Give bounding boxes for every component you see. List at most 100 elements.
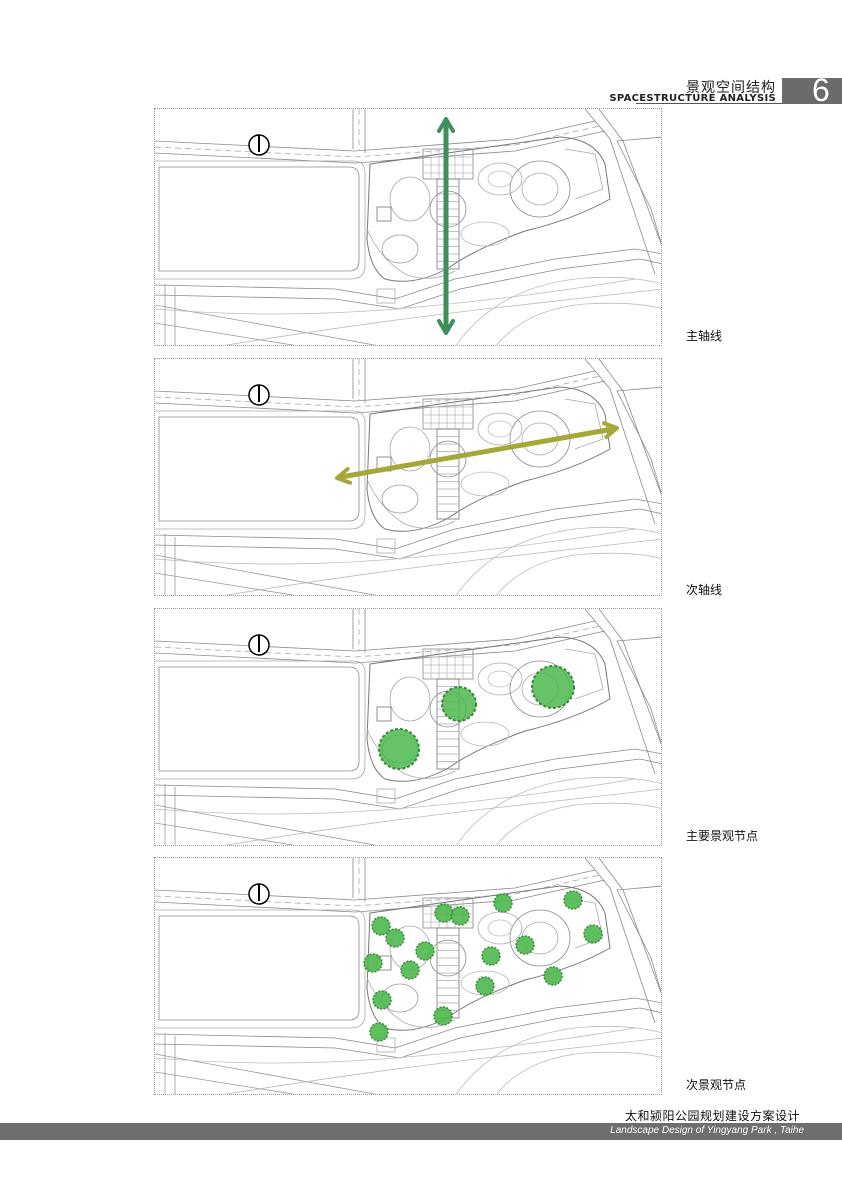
road-edge — [155, 758, 661, 810]
minor-node-marker — [583, 924, 603, 944]
minor-node-marker — [563, 890, 583, 910]
road-centerline — [155, 874, 601, 907]
lawn-contour — [460, 721, 510, 747]
minor-node-marker — [450, 906, 470, 926]
minor-node-marker — [515, 935, 535, 955]
road-edge — [598, 109, 661, 245]
block-outline — [155, 410, 366, 530]
city-block — [158, 416, 360, 522]
lawn-contour — [487, 670, 513, 688]
west-building — [376, 706, 392, 722]
site-plan-base — [155, 109, 661, 345]
minor-node-marker — [415, 941, 435, 961]
east-plaza-inner — [521, 172, 559, 206]
terrain-line — [224, 1037, 661, 1094]
page-title-en: SPACESTRUCTURE ANALYSIS — [609, 93, 776, 104]
lawn-contour — [487, 919, 513, 937]
west-plaza — [381, 484, 419, 514]
road-edge — [155, 1007, 661, 1059]
west-grid — [376, 538, 396, 554]
plaza-grid — [422, 648, 474, 680]
city-block — [616, 885, 661, 993]
minor-node-marker — [369, 1022, 389, 1042]
road-edge — [155, 370, 596, 402]
east-grid — [564, 648, 604, 700]
title-divider — [636, 103, 782, 104]
east-grid — [564, 398, 604, 450]
block-outline — [155, 909, 366, 1029]
caption-main-axis: 主轴线 — [686, 329, 723, 343]
road-edge — [155, 997, 661, 1049]
terrain-line — [496, 552, 661, 595]
site-plan-base — [155, 359, 661, 595]
minor-node-marker — [372, 990, 392, 1010]
footer-title-en: Landscape Design of Yingyang Park , Taih… — [610, 1125, 804, 1136]
west-lawn — [389, 676, 431, 722]
road-centerline — [155, 125, 601, 158]
road-edge — [155, 258, 661, 310]
terrain-line — [224, 538, 661, 595]
caption-major-nodes: 主要景观节点 — [686, 829, 759, 843]
major-nodes-overlay — [378, 665, 575, 770]
road-edge — [598, 858, 661, 994]
city-block — [158, 915, 360, 1021]
park-boundary — [366, 136, 611, 282]
road-edge — [155, 620, 596, 652]
path-line — [155, 572, 296, 595]
road-edge — [155, 869, 596, 901]
lawn-contour — [487, 170, 513, 188]
terrain-line — [224, 788, 661, 845]
west-grid — [376, 288, 396, 304]
minor-node-marker — [475, 976, 495, 996]
block-outline — [155, 660, 366, 780]
north-arrow-icon — [248, 384, 270, 406]
minor-node-marker — [385, 928, 405, 948]
terrain-line — [455, 1025, 661, 1094]
minor-node-marker — [371, 916, 391, 936]
caption-minor-nodes: 次景观节点 — [686, 1078, 747, 1092]
site-plan-base — [155, 858, 661, 1094]
road-edge — [155, 630, 606, 664]
page-number: 6 — [812, 72, 830, 108]
road-edge — [155, 879, 606, 913]
terrain-line — [155, 778, 636, 815]
secondary-axis-line — [340, 426, 614, 480]
path-curve — [366, 728, 456, 779]
panel-secondary-axis — [154, 358, 662, 596]
path-line — [155, 822, 296, 845]
city-block — [616, 136, 661, 244]
north-arrow-icon — [248, 634, 270, 656]
west-plaza — [381, 234, 419, 264]
footer-bar — [0, 1123, 842, 1140]
road-centerline — [155, 625, 601, 658]
east-grid — [564, 148, 604, 200]
road-edge — [155, 508, 661, 560]
panel-main-axis — [154, 108, 662, 346]
road-edge — [155, 248, 661, 300]
city-block — [158, 166, 360, 272]
east-plaza — [509, 909, 571, 967]
north-arrow-icon — [248, 883, 270, 905]
terrain-line — [155, 278, 636, 315]
path-curve — [366, 228, 456, 279]
footer-title-cn: 太和颍阳公园规划建设方案设计 — [624, 1109, 800, 1123]
terrain-line — [155, 1027, 636, 1064]
caption-secondary-axis: 次轴线 — [686, 583, 723, 597]
road-edge — [584, 109, 656, 275]
minor-node-marker — [481, 946, 501, 966]
minor-node-marker — [493, 893, 513, 913]
lawn-contour — [487, 420, 513, 438]
terrain-line — [455, 526, 661, 595]
road-edge — [584, 609, 656, 775]
north-arrow-icon — [248, 134, 270, 156]
lawn-contour — [477, 662, 523, 696]
road-edge — [155, 498, 661, 550]
minor-node-marker — [363, 953, 383, 973]
road-edge — [155, 120, 596, 152]
road-centerline — [155, 375, 601, 408]
secondary-axis-overlay — [335, 421, 619, 485]
west-lawn — [389, 426, 431, 472]
major-node-marker — [531, 665, 575, 709]
terrain-line — [224, 288, 661, 345]
west-lawn — [389, 176, 431, 222]
